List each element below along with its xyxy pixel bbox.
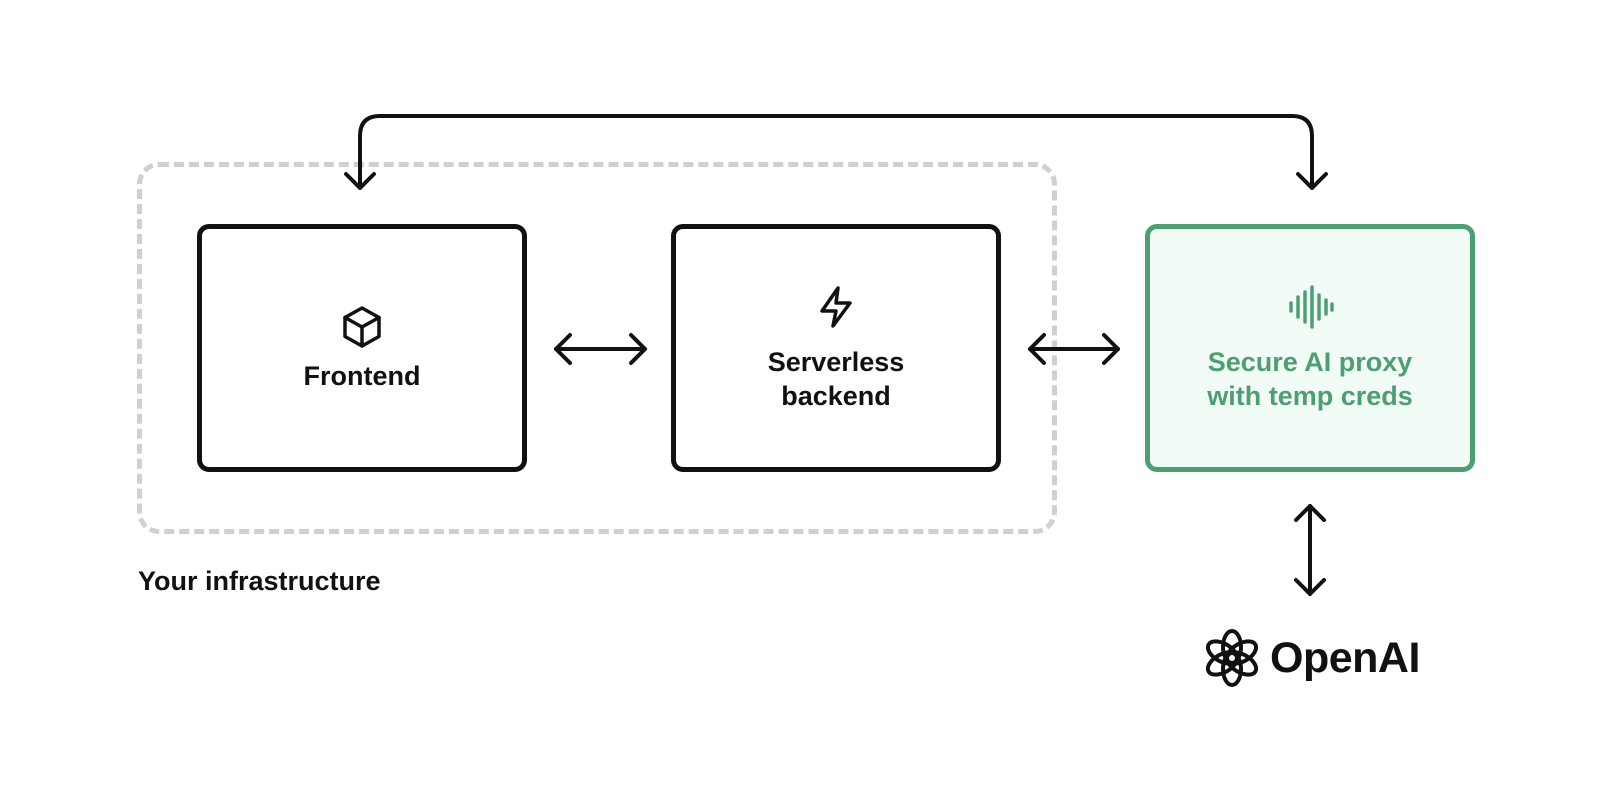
frontend-node: Frontend	[197, 224, 527, 472]
openai-logo-icon	[1205, 629, 1259, 687]
secure-ai-proxy-label: Secure AI proxy with temp creds	[1207, 347, 1413, 411]
serverless-backend-label: Serverless backend	[767, 347, 905, 411]
frontend-backend-arrowhead-left	[554, 333, 572, 365]
top-connector-line	[358, 114, 1314, 190]
backend-proxy-arrowhead-left	[1028, 333, 1046, 365]
top-connector-arrowhead-right	[1296, 172, 1328, 190]
frontend-label: Frontend	[303, 361, 421, 391]
infrastructure-label: Your infrastructure	[138, 566, 381, 596]
top-connector-arrowhead-left	[344, 172, 376, 190]
openai-wordmark: OpenAI	[1270, 633, 1420, 682]
backend-proxy-arrowhead-right	[1102, 333, 1120, 365]
cube-icon	[343, 306, 381, 348]
audio-wave-icon	[1289, 285, 1334, 329]
serverless-backend-node: Serverless backend	[671, 224, 1001, 472]
lightning-icon	[820, 286, 852, 328]
frontend-backend-arrowhead-right	[629, 333, 647, 365]
proxy-openai-arrowhead-up	[1294, 504, 1326, 522]
openai-logo: OpenAI	[1202, 628, 1420, 688]
proxy-openai-arrowhead-down	[1294, 578, 1326, 596]
secure-ai-proxy-node: Secure AI proxy with temp creds	[1145, 224, 1475, 472]
